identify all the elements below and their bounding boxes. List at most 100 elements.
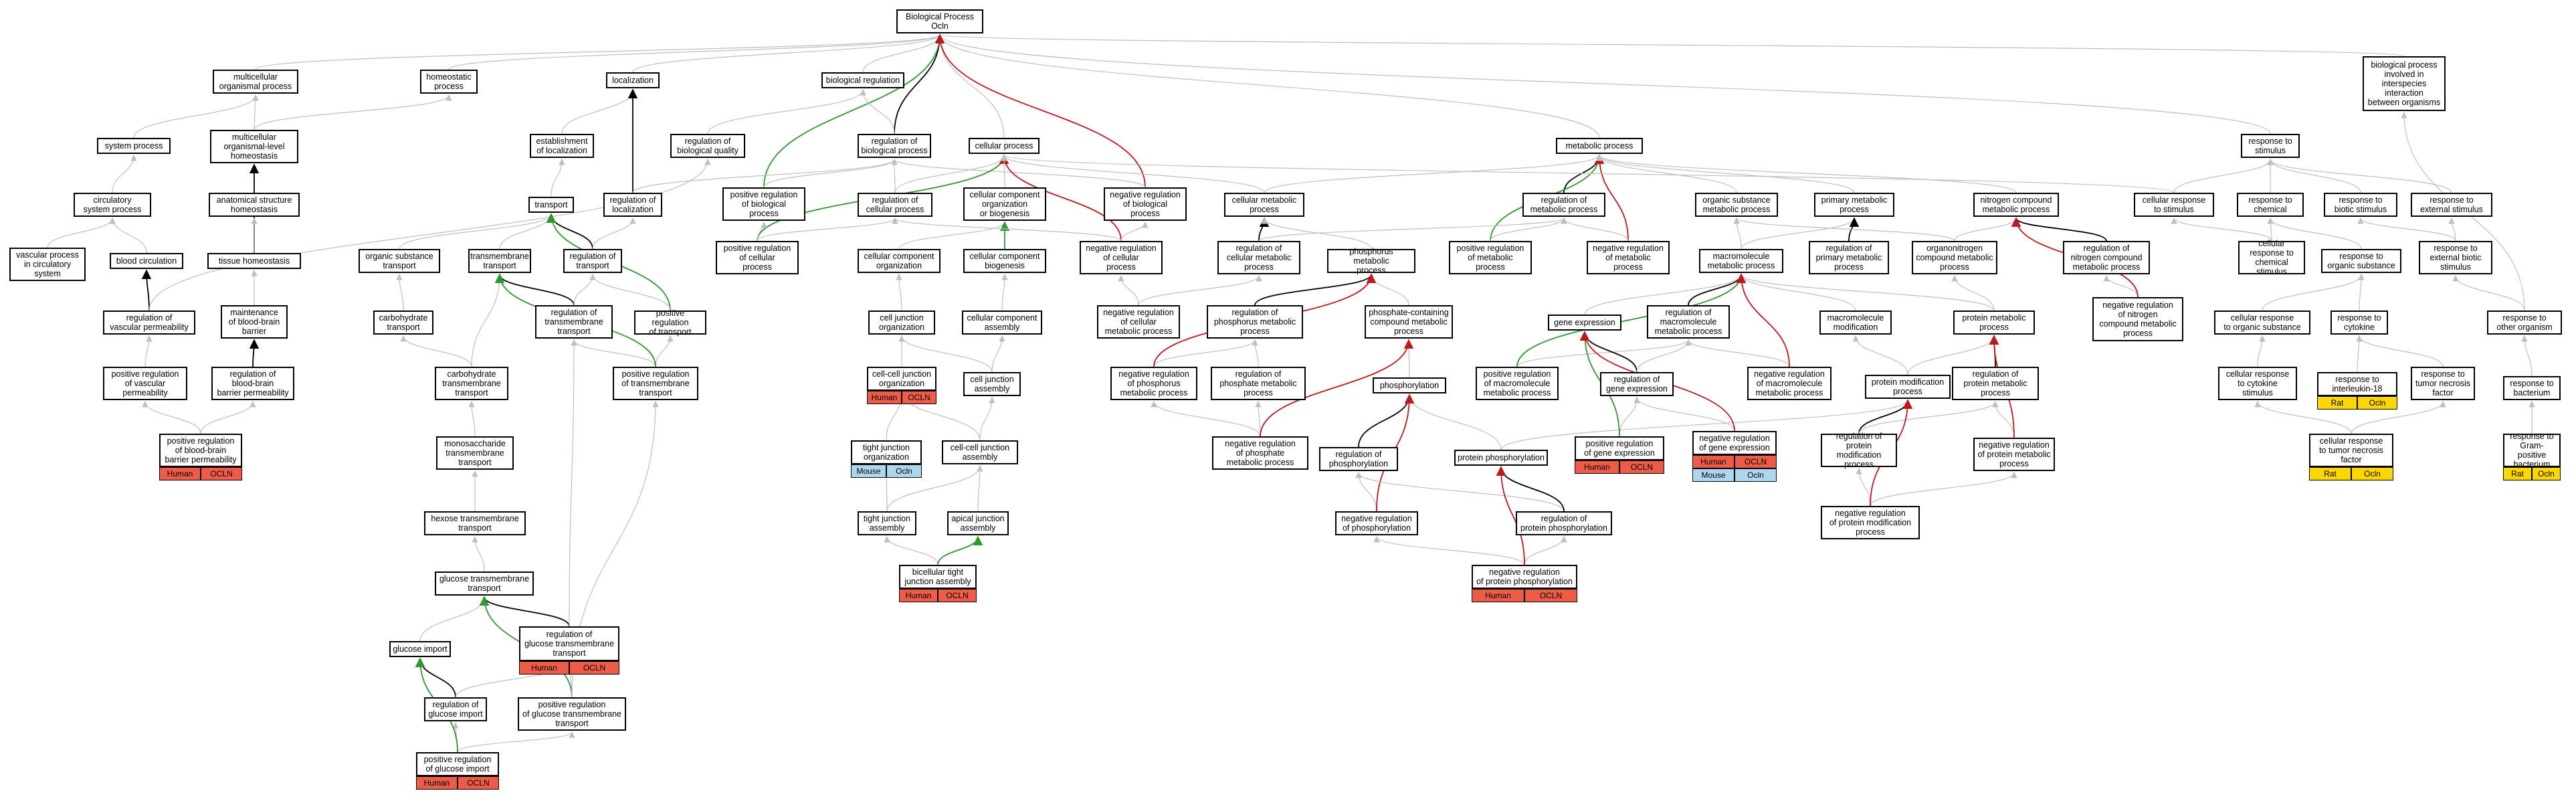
go-term-ost[interactable]: organic substance transport <box>359 249 440 273</box>
go-term-prmp[interactable]: positive regulation of metabolic process <box>1449 241 1532 274</box>
go-term-aja[interactable]: apical junction assembly <box>947 511 1009 535</box>
go-term-nrcmp[interactable]: negative regulation of cellular metaboli… <box>1097 305 1180 339</box>
go-term-tjo[interactable]: tight junction organization <box>851 440 922 464</box>
go-term-rtes[interactable]: response to external stimulus <box>2411 193 2492 217</box>
go-term-pmod[interactable]: protein modification process <box>1865 375 1951 399</box>
go-term-rbbbp[interactable]: regulation of blood-brain barrier permea… <box>211 367 294 400</box>
go-term-prcp[interactable]: positive regulation of cellular process <box>716 241 799 274</box>
go-term-cja[interactable]: cell junction assembly <box>963 372 1021 396</box>
go-term-ccb[interactable]: cellular component biogenesis <box>963 249 1046 273</box>
go-term-mm[interactable]: macromolecule modification <box>1819 310 1892 335</box>
go-term-pccmp[interactable]: phosphate-containing compound metabolic … <box>1365 305 1453 339</box>
go-term-phmp[interactable]: phosphorus metabolic process <box>1327 247 1415 275</box>
go-term-rmmp[interactable]: regulation of macromolecule metabolic pr… <box>1647 305 1730 339</box>
go-term-nrpphos[interactable]: negative regulation of protein phosphory… <box>1472 565 1577 589</box>
go-term-cco[interactable]: cellular component organization <box>858 249 940 273</box>
go-term-th[interactable]: tissue homeostasis <box>207 253 301 269</box>
go-term-rttnf[interactable]: response to tumor necrosis factor <box>2411 367 2475 400</box>
go-term-rti18[interactable]: response to interleukin-18 <box>2317 372 2397 396</box>
go-term-htt[interactable]: hexose transmembrane transport <box>424 511 526 535</box>
go-term-bp[interactable]: Biological Process Ocln <box>896 9 983 33</box>
go-term-rcmp[interactable]: regulation of cellular metabolic process <box>1217 241 1300 274</box>
go-term-mlh[interactable]: multicellular organismal-level homeostas… <box>210 130 298 163</box>
go-term-bpint[interactable]: biological process involved in interspec… <box>2363 56 2446 111</box>
go-term-rtbac[interactable]: response to bacterium <box>2503 376 2561 400</box>
go-term-rtgpb[interactable]: response to Gram-positive bacterium <box>2503 432 2561 469</box>
go-term-nrbp[interactable]: negative regulation of biological proces… <box>1104 187 1187 221</box>
go-term-rpmp[interactable]: regulation of primary metabolic process <box>1809 241 1889 274</box>
go-term-cca[interactable]: cellular component assembly <box>962 310 1042 335</box>
go-term-crtcs[interactable]: cellular response to cytokine stimulus <box>2218 367 2297 400</box>
go-term-rncmp[interactable]: regulation of nitrogen compound metaboli… <box>2063 241 2150 274</box>
go-term-rtos[interactable]: response to organic substance <box>2321 249 2401 273</box>
go-term-ct[interactable]: carbohydrate transport <box>373 310 433 335</box>
go-term-mbbb[interactable]: maintenance of blood-brain barrier <box>221 305 288 339</box>
go-term-bc[interactable]: blood circulation <box>110 253 183 269</box>
go-term-rbp[interactable]: regulation of biological process <box>858 134 931 158</box>
go-term-pphos[interactable]: protein phosphorylation <box>1454 450 1548 466</box>
go-term-vpc[interactable]: vascular process in circulatory system <box>9 248 86 281</box>
go-term-rgtt[interactable]: regulation of glucose transmembrane tran… <box>519 626 619 661</box>
go-term-gi[interactable]: glucose import <box>389 641 451 657</box>
go-term-nrmmp[interactable]: negative regulation of macromolecule met… <box>1747 367 1831 400</box>
go-term-oncmp[interactable]: organonitrogen compound metabolic proces… <box>1912 241 1997 274</box>
go-term-rphos[interactable]: regulation of phosphorylation <box>1319 447 1398 471</box>
go-term-prgtt[interactable]: positive regulation of glucose transmemb… <box>518 697 626 731</box>
go-term-nrpmod[interactable]: negative regulation of protein modificat… <box>1821 506 1920 539</box>
go-term-rprmp[interactable]: regulation of protein metabolic process <box>1952 367 2039 400</box>
go-term-ccjo[interactable]: cell-cell junction organization <box>867 367 936 391</box>
go-term-prbp[interactable]: positive regulation of biological proces… <box>722 187 805 221</box>
go-term-prmmp[interactable]: positive regulation of macromolecule met… <box>1476 367 1559 400</box>
go-term-tja[interactable]: tight junction assembly <box>858 511 916 535</box>
go-term-osmp[interactable]: organic substance metabolic process <box>1695 193 1778 217</box>
go-term-tmt[interactable]: transmembrane transport <box>468 249 531 273</box>
go-term-rmp[interactable]: regulation of metabolic process <box>1522 193 1605 217</box>
go-term-metp[interactable]: metabolic process <box>1556 138 1643 154</box>
go-term-transport[interactable]: transport <box>528 197 574 213</box>
go-term-prtt[interactable]: positive regulation of transmembrane tra… <box>613 367 698 400</box>
go-term-rtcy[interactable]: response to cytokine <box>2331 310 2388 335</box>
go-term-mmp[interactable]: macromolecule metabolic process <box>1699 249 1783 273</box>
go-term-btja[interactable]: bicellular tight junction assembly <box>899 565 977 589</box>
go-term-nrphmp[interactable]: negative regulation of phosphorus metabo… <box>1110 367 1197 400</box>
go-term-rtc[interactable]: response to chemical <box>2237 193 2304 217</box>
go-term-prgi[interactable]: positive regulation of glucose import <box>416 752 499 776</box>
go-term-rcp[interactable]: regulation of cellular process <box>858 193 932 217</box>
go-term-prt[interactable]: positive regulation of transport <box>634 308 706 337</box>
go-term-rphmp[interactable]: regulation of phosphorus metabolic proce… <box>1207 305 1303 339</box>
go-term-rbq[interactable]: regulation of biological quality <box>670 134 745 158</box>
go-term-mop[interactable]: multicellular organismal process <box>213 70 298 94</box>
go-term-prbbb[interactable]: positive regulation of blood-brain barri… <box>159 434 242 467</box>
go-term-rgi[interactable]: regulation of glucose import <box>424 697 487 721</box>
go-term-crs[interactable]: cellular response to stimulus <box>2134 193 2214 217</box>
go-term-nrge[interactable]: negative regulation of gene expression <box>1692 431 1777 455</box>
go-term-hom[interactable]: homeostatic process <box>420 70 478 94</box>
go-term-rvp[interactable]: regulation of vascular permeability <box>103 310 195 335</box>
go-term-prge[interactable]: positive regulation of gene expression <box>1575 436 1664 460</box>
go-term-nrpmet[interactable]: negative regulation of phosphate metabol… <box>1212 436 1308 470</box>
go-term-nrphos[interactable]: negative regulation of phosphorylation <box>1335 511 1418 535</box>
go-term-breg[interactable]: biological regulation <box>821 72 904 88</box>
go-term-rtbs[interactable]: response to biotic stimulus <box>2324 193 2397 217</box>
go-term-nrmp[interactable]: negative regulation of metabolic process <box>1587 241 1670 274</box>
go-term-gtt[interactable]: glucose transmembrane transport <box>435 571 534 596</box>
go-term-nrncmp[interactable]: negative regulation of nitrogen compound… <box>2092 297 2183 341</box>
go-term-csp[interactable]: circulatory system process <box>74 193 151 217</box>
go-term-nrprmp[interactable]: negative regulation of protein metabolic… <box>1973 438 2055 471</box>
go-term-cp[interactable]: cellular process <box>969 138 1039 154</box>
go-term-pmp[interactable]: primary metabolic process <box>1814 193 1894 217</box>
go-term-eol[interactable]: establishment of localization <box>530 134 594 158</box>
go-term-crtnf[interactable]: cellular response to tumor necrosis fact… <box>2309 434 2393 467</box>
go-term-prmet[interactable]: protein metabolic process <box>1953 310 2035 335</box>
go-term-ccja[interactable]: cell-cell junction assembly <box>942 440 1018 464</box>
go-term-sysp[interactable]: system process <box>97 138 171 154</box>
go-term-crcs[interactable]: cellular response to chemical stimulus <box>2238 239 2305 276</box>
go-term-rtmt[interactable]: regulation of transmembrane transport <box>535 305 613 339</box>
go-term-loc[interactable]: localization <box>606 72 660 88</box>
go-term-cstos[interactable]: cellular response to organic substance <box>2214 310 2310 335</box>
go-term-rpphos[interactable]: regulation of protein phosphorylation <box>1516 511 1612 535</box>
go-term-rloc[interactable]: regulation of localization <box>603 193 662 217</box>
go-term-ctt[interactable]: carbohydrate transmembrane transport <box>435 367 508 400</box>
go-term-rtr[interactable]: regulation of transport <box>563 249 622 273</box>
go-term-rpmet[interactable]: regulation of phosphate metabolic proces… <box>1211 367 1306 400</box>
